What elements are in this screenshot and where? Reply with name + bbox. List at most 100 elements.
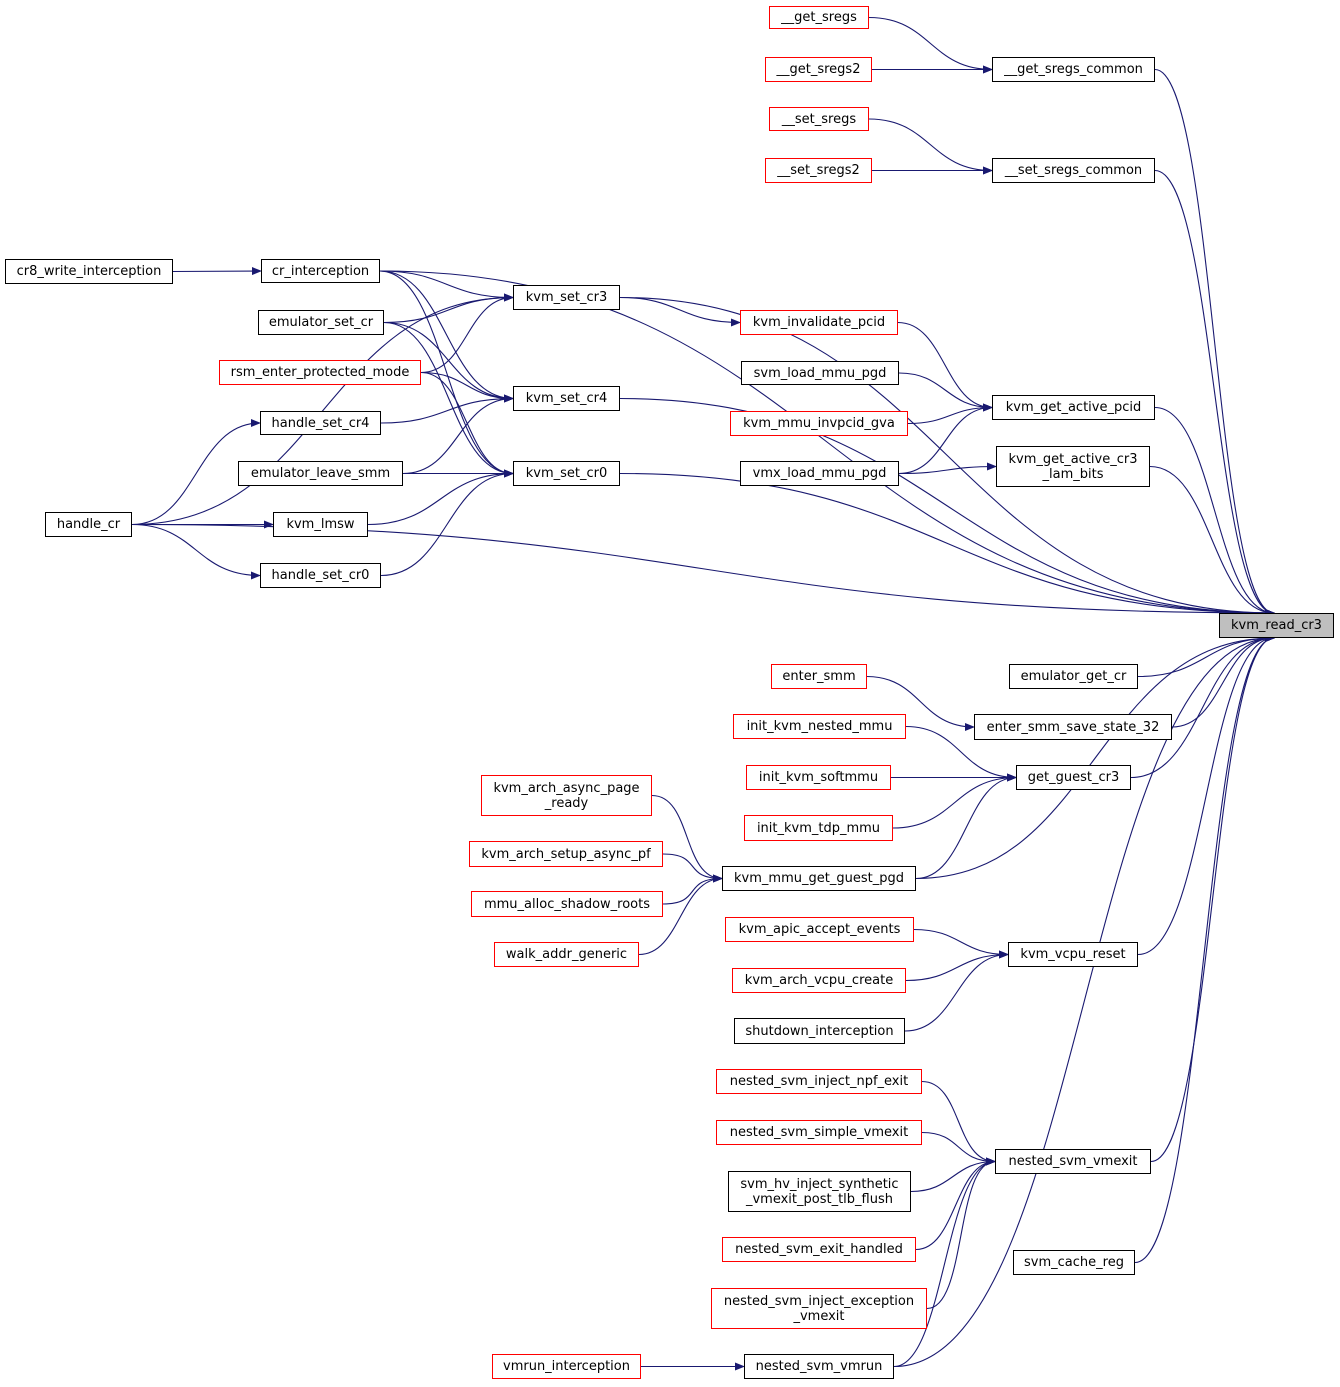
node-svm-load-mmu-pgd[interactable]: svm_load_mmu_pgd	[741, 361, 899, 385]
node-cr-interception[interactable]: cr_interception	[261, 259, 380, 283]
edge-get-sregs-common-to-kvm-read-cr3	[1154, 68, 1275, 617]
edge-kvm-get-active-cr3-lam-to-kvm-read-cr3	[1149, 465, 1275, 617]
node-label: get_guest_cr3	[1027, 770, 1120, 785]
node-kvm-vcpu-reset[interactable]: kvm_vcpu_reset	[1008, 942, 1138, 967]
node-kvm-set-cr0[interactable]: kvm_set_cr0	[513, 461, 620, 486]
node-label: kvm_get_active_cr3	[1008, 451, 1138, 467]
node-kvm-invalidate-pcid[interactable]: kvm_invalidate_pcid	[740, 310, 898, 335]
node-kvm-mmu-get-guest-pgd[interactable]: kvm_mmu_get_guest_pgd	[722, 866, 916, 891]
node-get-guest-cr3[interactable]: get_guest_cr3	[1016, 765, 1131, 790]
node-mmu-alloc-shadow-roots[interactable]: mmu_alloc_shadow_roots	[471, 891, 663, 917]
node-emulator-leave-smm[interactable]: emulator_leave_smm	[238, 461, 403, 486]
node-rsm-enter-protected-mode[interactable]: rsm_enter_protected_mode	[219, 360, 421, 385]
edge-rsm-enter-to-kvm-set-cr0	[420, 371, 514, 478]
node-get-sregs-common[interactable]: __get_sregs_common	[992, 57, 1155, 82]
edge-kvm-apic-accept-events-to-kvm-vcpu-reset	[913, 928, 1009, 959]
node-emulator-set-cr[interactable]: emulator_set_cr	[258, 310, 384, 335]
node-set-sregs-common[interactable]: __set_sregs_common	[992, 158, 1155, 183]
edge-handle-cr-to-handle-set-cr0	[131, 523, 261, 580]
edge-svm-load-mmu-pgd-to-kvm-get-active-pcid	[898, 372, 993, 412]
node-init-kvm-softmmu[interactable]: init_kvm_softmmu	[746, 765, 891, 790]
node-walk-addr-generic[interactable]: walk_addr_generic	[494, 942, 639, 967]
edge-kvm-set-cr3-to-kvm-read-cr3	[619, 296, 1275, 617]
edge-shutdown-interception-to-kvm-vcpu-reset	[904, 950, 1009, 1032]
node-kvm-arch-setup-async-pf[interactable]: kvm_arch_setup_async_pf	[469, 841, 663, 867]
edge-kvm-arch-setup-async-pf-to-kvm-mmu-get-guest-pgd	[662, 853, 723, 883]
node-kvm-set-cr4[interactable]: kvm_set_cr4	[513, 386, 620, 411]
node-label: kvm_arch_setup_async_pf	[481, 846, 651, 862]
node-nested-svm-inject-npf-exit[interactable]: nested_svm_inject_npf_exit	[716, 1069, 922, 1094]
node-label: kvm_read_cr3	[1231, 618, 1322, 633]
edge-emulator-leave-smm-to-kvm-set-cr4	[402, 394, 514, 475]
node-cr8-write-interception[interactable]: cr8_write_interception	[5, 259, 173, 284]
node-label: cr_interception	[271, 263, 370, 279]
node-nested-svm-inject-exception-vmexit[interactable]: nested_svm_inject_exception_vmexit	[711, 1288, 927, 1329]
node-shutdown-interception[interactable]: shutdown_interception	[734, 1018, 905, 1044]
edge-mmu-alloc-shadow-roots-to-kvm-mmu-get-guest-pgd	[662, 874, 723, 905]
node-label: kvm_invalidate_pcid	[752, 315, 886, 330]
node-kvm-arch-async-page-ready[interactable]: kvm_arch_async_page_ready	[481, 775, 652, 816]
node-label: kvm_set_cr4	[525, 391, 608, 406]
node-kvm-mmu-invpcid-gva[interactable]: kvm_mmu_invpcid_gva	[730, 411, 908, 436]
node-handle-set-cr4[interactable]: handle_set_cr4	[260, 411, 381, 435]
node-kvm-read-cr3[interactable]: kvm_read_cr3	[1219, 613, 1334, 638]
node-kvm-get-active-pcid[interactable]: kvm_get_active_pcid	[992, 395, 1155, 420]
node-label: kvm_mmu_invpcid_gva	[743, 416, 895, 431]
edge-handle-cr-to-handle-set-cr4	[131, 419, 261, 526]
edge-kvm-lmsw-to-kvm-set-cr0	[367, 469, 514, 526]
edge-cr-interception-to-kvm-set-cr0	[379, 270, 514, 478]
edge-svm-cache-reg-to-kvm-read-cr3	[1134, 634, 1275, 1264]
node-vmrun-interception[interactable]: vmrun_interception	[492, 1354, 641, 1379]
node-label: __set_sregs_common	[1004, 163, 1143, 178]
node-kvm-arch-vcpu-create[interactable]: kvm_arch_vcpu_create	[732, 968, 906, 993]
node-label: emulator_get_cr	[1020, 669, 1127, 684]
node-get-sregs[interactable]: __get_sregs	[769, 6, 869, 29]
node-svm-hv-inject-synthetic-vmexit-post-tlb-flush[interactable]: svm_hv_inject_synthetic_vmexit_post_tlb_…	[728, 1171, 911, 1212]
edge-nested-svm-exit-handled-to-nested-svm-vmexit	[915, 1157, 996, 1251]
node-label: nested_svm_vmrun	[755, 1359, 883, 1374]
edge-kvm-mmu-get-guest-pgd-to-get-guest-cr3	[915, 773, 1017, 880]
edge-nested-svm-vmrun-to-nested-svm-vmexit	[893, 1157, 996, 1368]
edge-rsm-enter-to-kvm-set-cr3	[420, 293, 514, 374]
node-label: kvm_vcpu_reset	[1020, 947, 1126, 962]
node-nested-svm-vmrun[interactable]: nested_svm_vmrun	[744, 1354, 894, 1379]
node-nested-svm-simple-vmexit[interactable]: nested_svm_simple_vmexit	[716, 1120, 922, 1145]
node-kvm-lmsw[interactable]: kvm_lmsw	[273, 512, 368, 537]
node-handle-cr[interactable]: handle_cr	[45, 512, 132, 537]
node-set-sregs[interactable]: __set_sregs	[769, 107, 869, 131]
edge-handle-set-cr0-to-kvm-set-cr0	[380, 469, 514, 577]
node-label: __get_sregs	[781, 10, 857, 25]
edge-svm-hv-inject-to-nested-svm-vmexit	[910, 1157, 996, 1193]
node-kvm-get-active-cr3-lam-bits[interactable]: kvm_get_active_cr3_lam_bits	[996, 446, 1150, 487]
edge-kvm-mmu-get-guest-pgd-to-kvm-read-cr3	[915, 634, 1275, 880]
node-label: emulator_set_cr	[268, 315, 374, 330]
node-kvm-set-cr3[interactable]: kvm_set_cr3	[513, 285, 620, 310]
node-svm-cache-reg[interactable]: svm_cache_reg	[1013, 1250, 1135, 1275]
node-label: init_kvm_nested_mmu	[746, 719, 893, 734]
node-handle-set-cr0[interactable]: handle_set_cr0	[260, 563, 381, 588]
node-enter-smm[interactable]: enter_smm	[771, 664, 867, 689]
node-label: init_kvm_tdp_mmu	[756, 820, 881, 836]
edge-kvm-set-cr0-to-kvm-read-cr3	[619, 472, 1275, 617]
node-set-sregs2[interactable]: __set_sregs2	[765, 158, 872, 183]
node-label: kvm_lmsw	[286, 517, 355, 532]
node-label: rsm_enter_protected_mode	[230, 365, 410, 380]
edge-init-kvm-tdp-mmu-to-get-guest-cr3	[892, 773, 1017, 829]
node-label: vmrun_interception	[503, 1359, 630, 1374]
node-get-sregs2[interactable]: __get_sregs2	[765, 57, 872, 82]
node-enter-smm-save-state-32[interactable]: enter_smm_save_state_32	[974, 714, 1172, 740]
node-label: handle_set_cr4	[271, 415, 370, 431]
edge-rsm-enter-to-kvm-set-cr4	[420, 371, 514, 403]
node-kvm-apic-accept-events[interactable]: kvm_apic_accept_events	[725, 917, 914, 942]
node-vmx-load-mmu-pgd[interactable]: vmx_load_mmu_pgd	[740, 461, 899, 486]
node-label: walk_addr_generic	[505, 947, 628, 962]
node-emulator-get-cr[interactable]: emulator_get_cr	[1009, 664, 1138, 689]
edge-walk-addr-generic-to-kvm-mmu-get-guest-pgd	[638, 874, 723, 956]
node-init-kvm-tdp-mmu[interactable]: init_kvm_tdp_mmu	[744, 815, 893, 841]
node-init-kvm-nested-mmu[interactable]: init_kvm_nested_mmu	[733, 714, 906, 739]
node-nested-svm-exit-handled[interactable]: nested_svm_exit_handled	[722, 1237, 916, 1262]
edge-kvm-invalidate-pcid-to-kvm-get-active-pcid	[897, 321, 993, 412]
node-nested-svm-vmexit[interactable]: nested_svm_vmexit	[995, 1149, 1151, 1174]
